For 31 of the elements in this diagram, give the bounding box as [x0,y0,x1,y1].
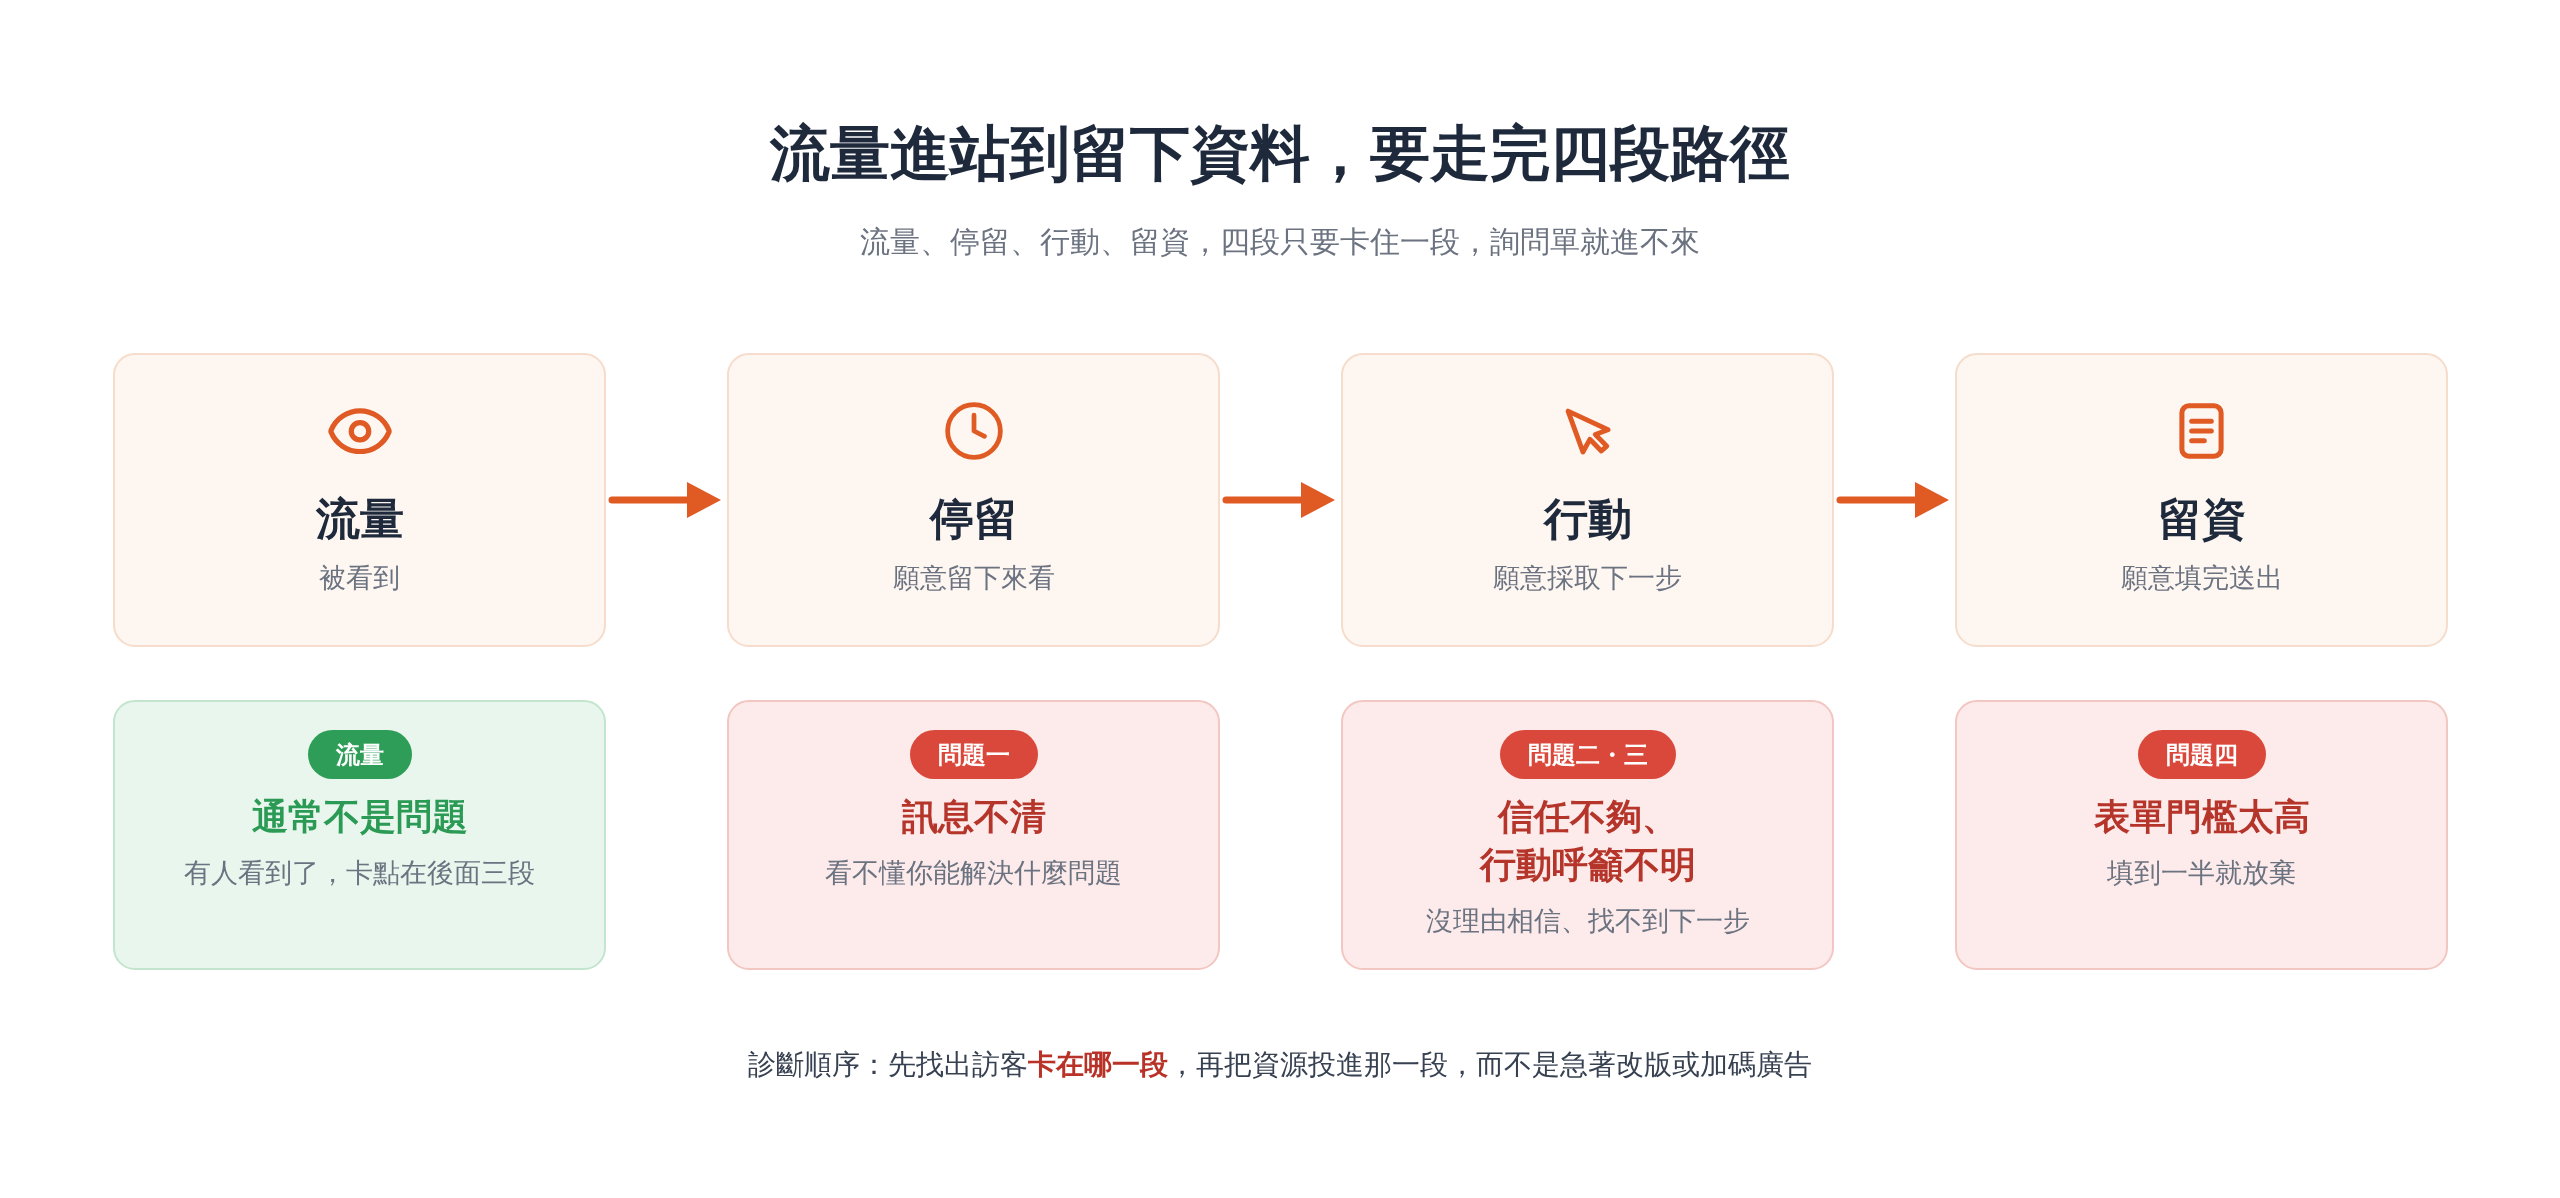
description: 願意填完送出 [2120,562,2283,595]
description: 願意留下來看 [892,562,1055,595]
issue-card [727,700,1220,970]
subtitle: 流量、停留、行動、留資，四段只要卡住一段，詢問單就進不來 [860,224,1700,260]
description: 沒理由相信、找不到下一步 [1425,905,1750,938]
stage-card [113,353,606,647]
stage-card [1341,353,1834,647]
description: 有人看到了，卡點在後面三段 [184,857,535,890]
issue-title: 訊息不清 [901,795,1046,839]
tag-badge: 問題四 [2137,730,2266,779]
stage-title: 流量 [315,493,404,545]
issue-card [113,700,606,970]
issue-card [1341,700,1834,970]
stage-title: 停留 [929,493,1018,545]
issue-title: 通常不是問題 [251,795,468,839]
issue-title: 表單門檻太高 [2093,795,2310,839]
title: 流量進站到留下資料，要走完四段路徑 [770,119,1790,189]
stage-card [727,353,1220,647]
description: 被看到 [319,562,400,595]
footnote: 診斷順序：先找出訪客卡在哪一段，再把資源投進那一段，而不是急著改版或加碼廣告 [748,1048,1812,1082]
tag-badge: 問題二・三 [1499,730,1676,779]
issue-card [1955,700,2448,970]
tag-badge: 問題一 [909,730,1038,779]
description: 願意採取下一步 [1493,562,1682,595]
description: 填到一半就放棄 [2107,857,2296,890]
tag-badge: 流量 [307,730,412,779]
stage-card [1955,353,2448,647]
description: 看不懂你能解決什麼問題 [825,857,1122,890]
stage-title: 行動 [1543,493,1632,545]
issue-title: 信任不夠、行動呼籲不明 [1478,795,1697,887]
stage-title: 留資 [2157,493,2246,545]
